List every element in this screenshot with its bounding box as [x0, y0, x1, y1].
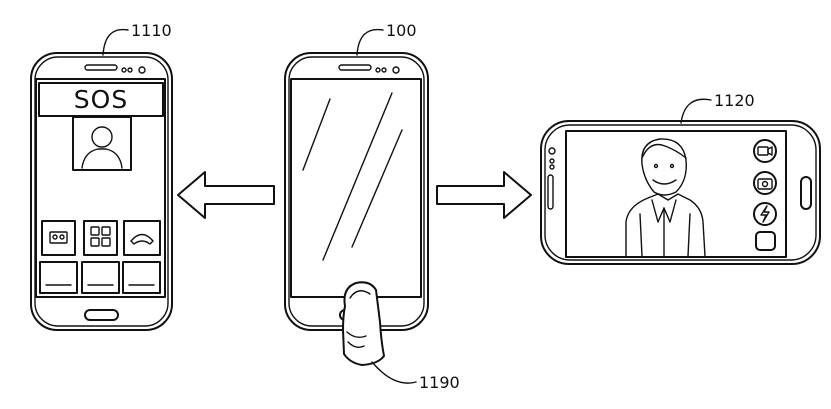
leader-1110 — [103, 30, 128, 55]
label-1120: 1120 — [714, 91, 755, 110]
left-phone: SOS — [31, 53, 172, 330]
leader-1120 — [681, 99, 711, 123]
leader-100 — [357, 30, 383, 55]
leader-1190 — [372, 362, 416, 383]
right-phone — [541, 121, 820, 264]
arrow-left — [178, 172, 274, 218]
label-1190: 1190 — [419, 373, 460, 392]
label-1110: 1110 — [131, 21, 172, 40]
arrow-right — [437, 172, 531, 218]
label-100: 100 — [386, 21, 417, 40]
sos-text: SOS — [74, 85, 128, 114]
